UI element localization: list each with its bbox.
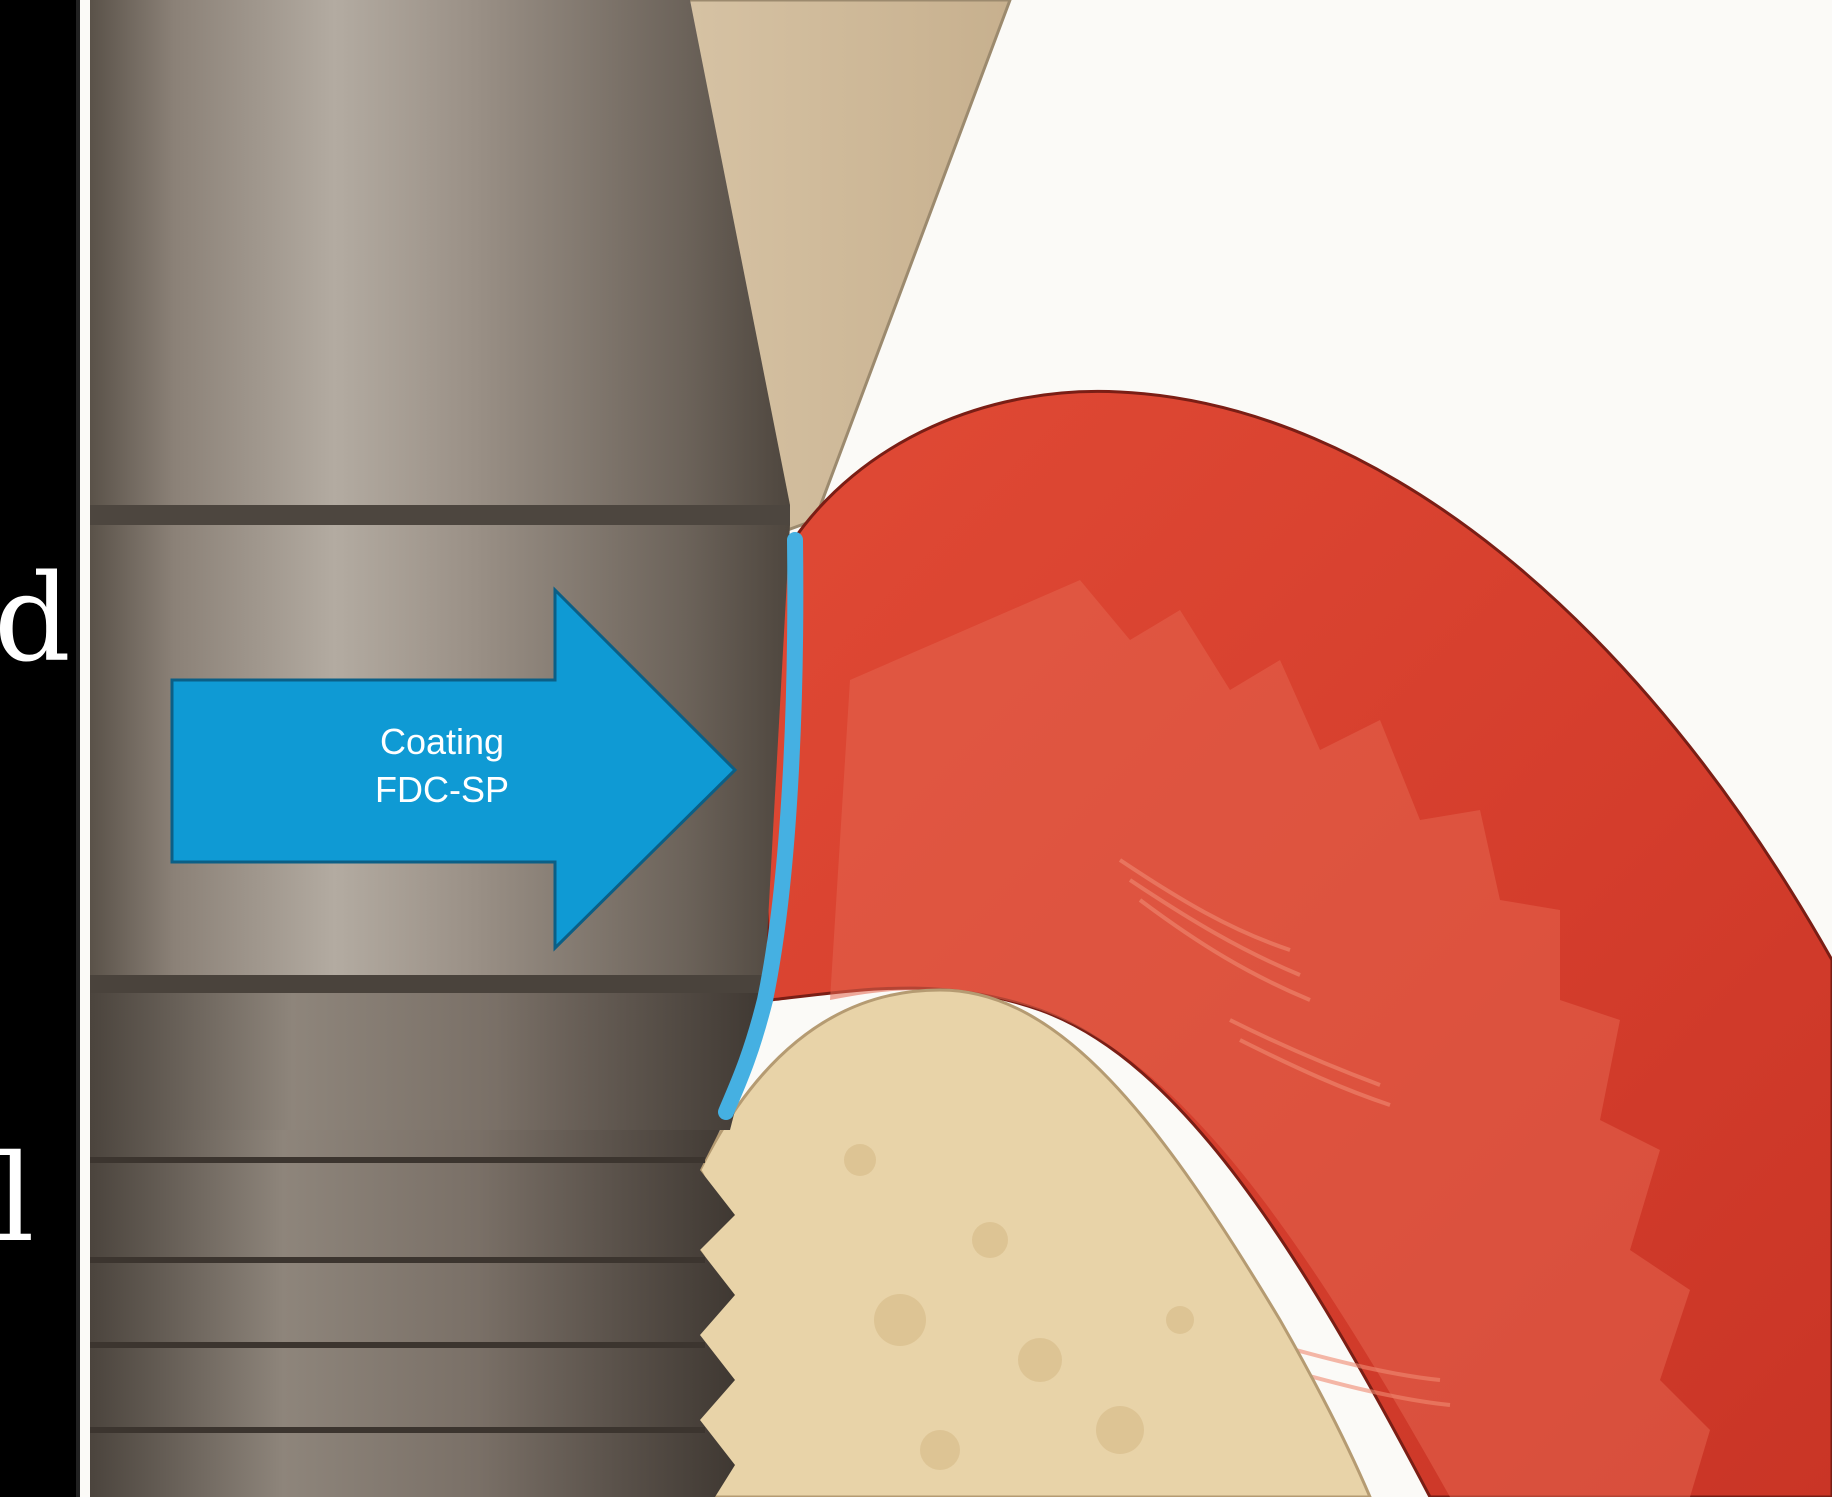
implant-threads bbox=[90, 1130, 735, 1497]
implant-groove bbox=[90, 975, 765, 993]
arrow-label: Coating FDC-SP bbox=[262, 718, 622, 814]
implant-body-lower bbox=[90, 993, 765, 1130]
implant-abutment bbox=[90, 0, 790, 505]
arrow-label-line2: FDC-SP bbox=[262, 766, 622, 814]
implant-collar bbox=[90, 505, 790, 525]
side-text-fragment: d bbox=[0, 560, 71, 680]
arrow-label-line1: Coating bbox=[262, 718, 622, 766]
image-left-edge bbox=[76, 0, 80, 1497]
side-text-fragment: l bbox=[0, 1140, 34, 1260]
